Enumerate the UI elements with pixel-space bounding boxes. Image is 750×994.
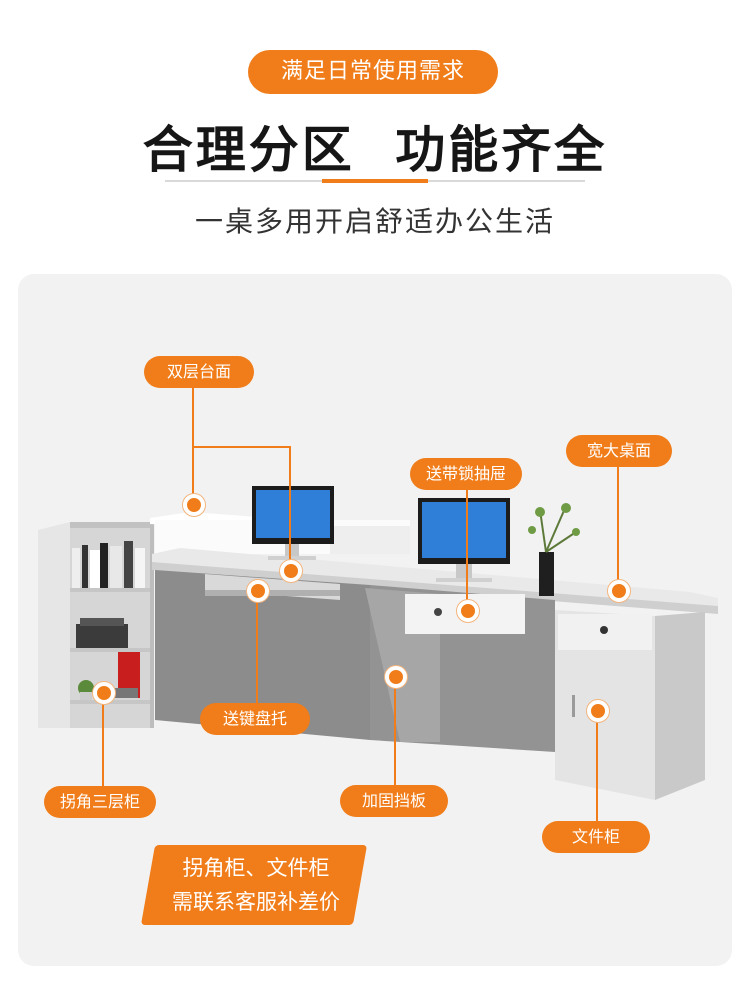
- connector: [617, 462, 619, 590]
- file-cabinet-drawing: [555, 610, 705, 800]
- callout-wide-desktop: 宽大桌面: [566, 435, 672, 467]
- subtitle: 一桌多用开启舒适办公生活: [194, 205, 555, 238]
- connector: [256, 590, 258, 705]
- price-note-line-1: 拐角柜、文件柜: [182, 856, 330, 880]
- hotspot-locking-drawer[interactable]: [457, 600, 479, 622]
- hotspot-modesty-panel[interactable]: [385, 666, 407, 688]
- modesty-panel-drawing: [155, 570, 370, 740]
- title-part-1: 合理分区: [142, 121, 355, 179]
- callout-modesty-panel: 加固挡板: [340, 785, 448, 817]
- callout-keyboard-tray: 送键盘托: [200, 703, 310, 735]
- hotspot-keyboard-tray[interactable]: [247, 580, 269, 602]
- monitor-right: [418, 498, 510, 582]
- page-title: 合理分区 功能齐全: [0, 110, 750, 182]
- connector: [192, 380, 194, 504]
- price-note-line-2: 需联系客服补差价: [172, 890, 340, 914]
- corner-shelf-drawing: [38, 522, 154, 728]
- connector: [289, 446, 291, 570]
- callout-locking-drawer: 送带锁抽屉: [410, 458, 522, 490]
- connector: [466, 484, 468, 610]
- callout-double-top: 双层台面: [144, 356, 254, 388]
- upper-counter-drawing: [150, 512, 410, 554]
- connector: [102, 692, 104, 788]
- vase-plant: [528, 503, 580, 596]
- hotspot-keyboard-tray-top[interactable]: [280, 560, 302, 582]
- hotspot-corner-shelf[interactable]: [93, 682, 115, 704]
- connector: [596, 710, 598, 822]
- price-note-text: 拐角柜、文件柜 需联系客服补差价: [156, 851, 356, 919]
- hotspot-double-top[interactable]: [183, 494, 205, 516]
- connector: [394, 676, 396, 786]
- hotspot-file-cabinet[interactable]: [587, 700, 609, 722]
- callout-corner-shelf: 拐角三层柜: [44, 786, 156, 818]
- monitor-left: [252, 486, 334, 560]
- callout-file-cabinet: 文件柜: [542, 821, 650, 853]
- top-pill: 满足日常使用需求: [248, 50, 498, 94]
- hotspot-wide-desktop[interactable]: [608, 580, 630, 602]
- connector: [192, 446, 289, 448]
- title-part-2: 功能齐全: [395, 121, 608, 179]
- title-underline-accent: [322, 179, 428, 183]
